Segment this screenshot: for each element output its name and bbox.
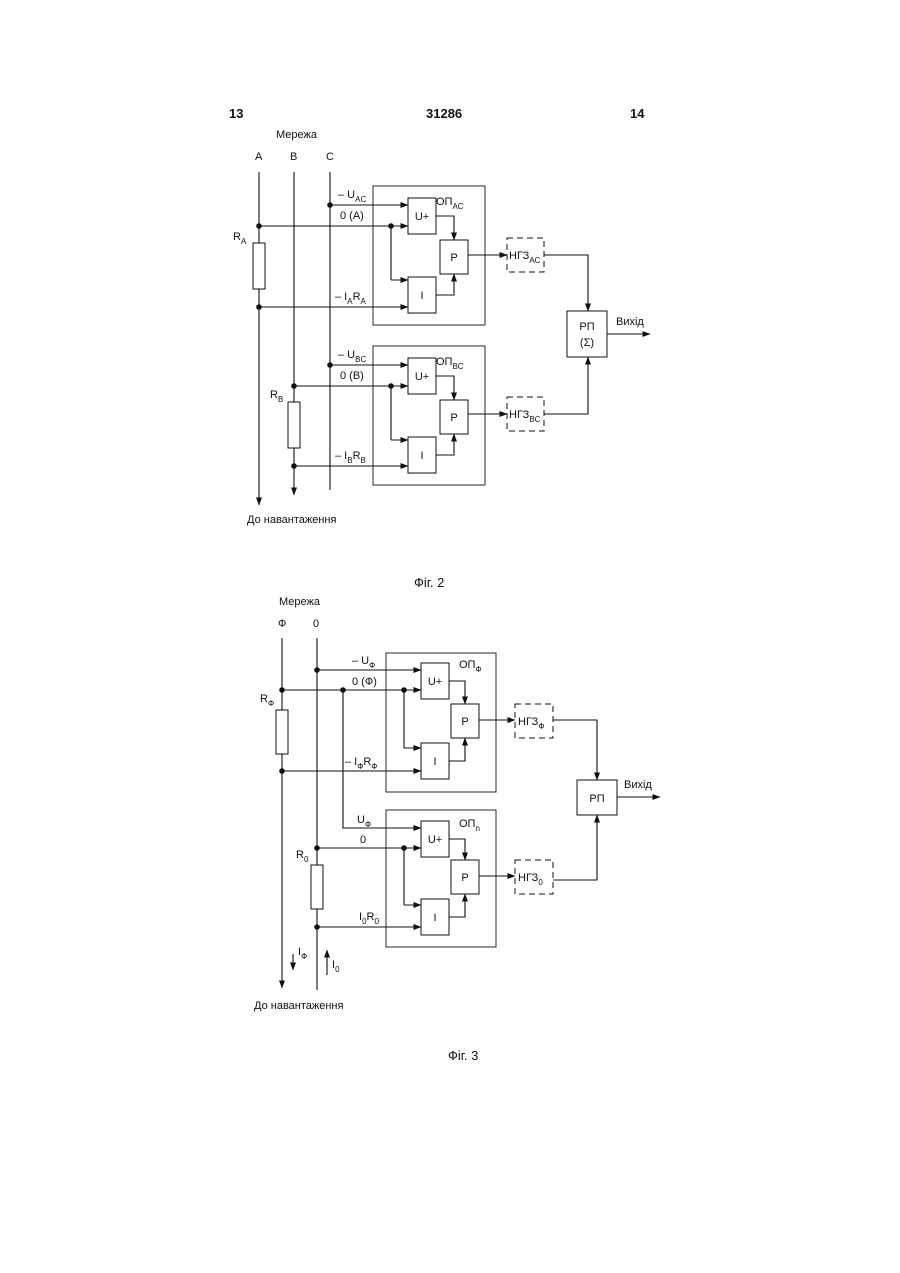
fig2-channel-ac: – UAC 0 (A) – IARA U+ I P	[256, 189, 588, 313]
fig3-sig-0f: 0 (Ф)	[352, 676, 377, 688]
fig3-op-f-label: ОПФ	[459, 659, 482, 674]
fig2-rp-sum-label: (Σ)	[580, 337, 594, 349]
fig3-current-f-label: IФ	[298, 946, 307, 961]
fig2-load-label: До навантаження	[247, 514, 337, 526]
fig3-sig-uf: UФ	[357, 814, 371, 829]
fig2-bc-block-i-label: I	[420, 450, 423, 462]
fig2-resistor-b-label: RB	[270, 389, 283, 404]
fig2-resistor-b	[288, 402, 300, 448]
fig3-resistor-f-label: RФ	[260, 693, 274, 708]
fig2-phase-lines	[259, 172, 330, 505]
fig3-op-n-label: ОПn	[459, 818, 480, 833]
fig2-ac-block-i-label: I	[420, 290, 423, 302]
fig2-resistor-a-label: RA	[233, 231, 247, 246]
fig3-phase-f: Ф	[278, 618, 286, 630]
fig2-op-bc-label: ОПBC	[436, 356, 464, 371]
fig2-diagram: Мережа A B C RA RB ОПAC ОПBC	[233, 129, 650, 590]
fig2-output-label: Вихід	[616, 316, 644, 328]
fig3-sig-0: 0	[360, 834, 366, 846]
fig2-phase-c: C	[326, 151, 334, 163]
fig2-rp-block	[567, 311, 607, 357]
fig3-channel-f: – UФ 0 (Ф) – IФRФ U+ I P	[279, 655, 597, 780]
fig3-output-label: Вихід	[624, 779, 652, 791]
fig2-ngz-bc-label: НГЗBC	[509, 409, 541, 424]
fig3-sig-i0r0: I0R0	[359, 911, 379, 926]
fig3-phase-0: 0	[313, 618, 319, 630]
fig3-f-block-p-label: P	[461, 716, 468, 728]
fig2-resistor-a	[253, 243, 265, 289]
fig2-ngz-ac-label: НГЗAC	[509, 250, 541, 265]
fig3-caption: Фіг. 3	[448, 1048, 478, 1063]
fig3-f-block-u-label: U+	[428, 676, 442, 688]
fig2-ac-block-u-label: U+	[415, 211, 429, 223]
fig3-phase-lines	[282, 638, 317, 990]
fig2-network-label: Мережа	[276, 129, 318, 141]
fig3-load-label: До навантаження	[254, 1000, 344, 1012]
fig3-rp-label: РП	[589, 793, 604, 805]
fig3-n-block-i-label: I	[433, 912, 436, 924]
fig3-ngz-0-label: НГЗ0	[518, 872, 543, 887]
fig2-op-ac-label: ОПAC	[436, 196, 464, 211]
fig3-current-0-label: I0	[332, 959, 340, 974]
fig3-resistor-f	[276, 710, 288, 754]
fig2-sig-0a: 0 (A)	[340, 210, 364, 222]
fig3-n-block-u-label: U+	[428, 834, 442, 846]
fig2-rp-label: РП	[579, 321, 594, 333]
fig3-sig-ifrf: – IФRФ	[345, 756, 377, 771]
fig2-phase-b: B	[290, 151, 297, 163]
fig2-phase-a: A	[255, 151, 263, 163]
fig2-ac-block-p-label: P	[450, 252, 457, 264]
fig2-sig-uac: – UAC	[338, 189, 366, 204]
fig3-ngz-f-label: НГЗФ	[518, 716, 544, 731]
fig2-sig-ubc: – UBC	[338, 349, 366, 364]
fig3-diagram: Мережа Ф 0 RФ R0 ОПФ ОПn – UФ	[254, 596, 660, 1063]
fig3-resistor-0	[311, 865, 323, 909]
fig3-network-label: Мережа	[279, 596, 321, 608]
fig3-f-block-i-label: I	[433, 756, 436, 768]
fig3-sig-uf-neg: – UФ	[352, 655, 375, 670]
fig3-n-block-p-label: P	[461, 872, 468, 884]
fig2-sig-0b: 0 (B)	[340, 370, 364, 382]
fig2-caption: Фіг. 2	[414, 575, 444, 590]
fig2-sig-iara: – IARA	[335, 291, 367, 306]
fig2-bc-block-u-label: U+	[415, 371, 429, 383]
fig3-resistor-0-label: R0	[296, 849, 309, 864]
fig2-bc-block-p-label: P	[450, 412, 457, 424]
fig2-sig-ibrb: – IBRB	[335, 450, 366, 465]
